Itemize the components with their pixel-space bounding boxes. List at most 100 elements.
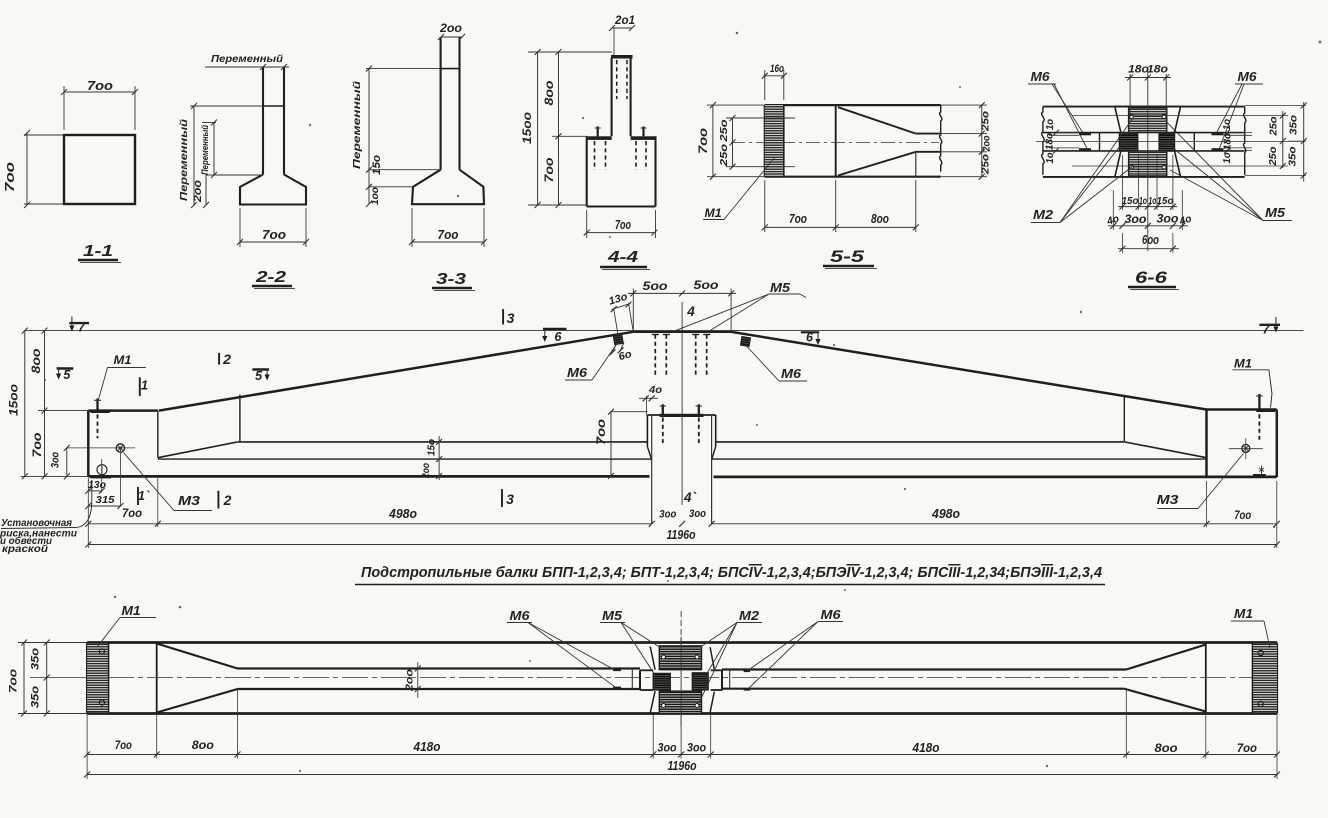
- svg-text:7oo: 7oo: [438, 228, 459, 242]
- svg-text:М2: М2: [739, 609, 759, 623]
- svg-text:1-1: 1-1: [83, 243, 113, 260]
- svg-text:7oo: 7oo: [262, 228, 286, 242]
- svg-text:краской: краской: [2, 543, 49, 555]
- svg-text:4-4: 4-4: [607, 249, 638, 266]
- svg-text:Переменный: Переменный: [179, 119, 190, 201]
- svg-text:35o: 35o: [30, 686, 42, 708]
- svg-text:7: 7: [78, 321, 86, 335]
- svg-text:М6: М6: [821, 608, 842, 622]
- svg-text:25o: 25o: [980, 153, 992, 175]
- svg-text:Переменный: Переменный: [200, 125, 211, 175]
- svg-text:25o: 25o: [718, 143, 730, 167]
- svg-text:7oo: 7oo: [1234, 508, 1251, 522]
- svg-text:6oo: 6oo: [1142, 233, 1159, 247]
- svg-text:18o: 18o: [1045, 133, 1056, 150]
- svg-text:3: 3: [506, 491, 514, 507]
- svg-text:498o: 498o: [931, 507, 960, 521]
- svg-text:8oo: 8oo: [192, 738, 214, 752]
- svg-text:4o: 4o: [648, 384, 663, 396]
- svg-text:1: 1: [141, 378, 148, 393]
- svg-text:7oo: 7oo: [87, 79, 113, 93]
- svg-text:4: 4: [686, 304, 695, 319]
- svg-text:Установочная: Установочная: [1, 517, 72, 529]
- svg-text:35o: 35o: [1288, 114, 1300, 135]
- svg-text:8oo: 8oo: [1155, 741, 1178, 755]
- svg-text:1o: 1o: [1222, 119, 1233, 130]
- svg-text:М1: М1: [1234, 357, 1252, 371]
- svg-text:4o: 4o: [1177, 212, 1194, 228]
- svg-text:2: 2: [223, 492, 232, 508]
- svg-text:15oo: 15oo: [7, 384, 21, 416]
- svg-text:1o: 1o: [1045, 119, 1056, 130]
- svg-text:М6: М6: [781, 367, 802, 381]
- svg-text:25o: 25o: [1267, 146, 1279, 167]
- svg-text:418o: 418o: [912, 741, 940, 755]
- svg-text:25o: 25o: [1268, 116, 1280, 137]
- svg-text:М5: М5: [1265, 205, 1286, 220]
- svg-text:7oo: 7oo: [789, 212, 807, 226]
- svg-text:М6: М6: [1238, 70, 1258, 84]
- svg-text:35o: 35o: [1287, 146, 1299, 167]
- svg-text:и обвести: и обвести: [0, 535, 53, 547]
- svg-text:М6: М6: [567, 366, 588, 380]
- svg-text:8oo: 8oo: [31, 349, 43, 374]
- svg-text:М2: М2: [1033, 207, 1054, 222]
- svg-text:2: 2: [222, 351, 231, 367]
- svg-text:М5: М5: [602, 609, 623, 623]
- svg-text:1196o: 1196o: [667, 528, 696, 542]
- svg-text:5oo: 5oo: [694, 278, 719, 292]
- svg-text:2oo: 2oo: [192, 180, 204, 203]
- svg-text:7oo: 7oo: [32, 433, 44, 458]
- svg-text:7: 7: [1263, 323, 1271, 337]
- svg-text:М6: М6: [1031, 70, 1051, 84]
- svg-text:2oo: 2oo: [981, 135, 993, 152]
- svg-text:3oo: 3oo: [689, 508, 706, 520]
- svg-text:2o1: 2o1: [614, 15, 635, 27]
- svg-text:8oo: 8oo: [871, 212, 889, 226]
- svg-text:7oo: 7oo: [1237, 741, 1257, 755]
- svg-text:3oo: 3oo: [1157, 214, 1179, 226]
- svg-text:М3: М3: [1157, 493, 1179, 507]
- svg-text:15o: 15o: [371, 155, 383, 175]
- svg-text:3: 3: [507, 310, 515, 326]
- svg-text:7oo: 7oo: [8, 669, 20, 693]
- svg-text:1o: 1o: [1045, 153, 1056, 164]
- svg-text:риска,нанести: риска,нанести: [0, 528, 78, 540]
- svg-text:Переменный: Переменный: [351, 80, 363, 169]
- svg-text:1196o: 1196o: [668, 759, 697, 773]
- svg-text:6: 6: [806, 331, 814, 345]
- svg-text:М1: М1: [122, 604, 141, 618]
- svg-text:7oo: 7oo: [615, 218, 631, 232]
- svg-text:5oo: 5oo: [643, 279, 668, 293]
- svg-text:3oo: 3oo: [687, 743, 706, 755]
- svg-text:18o: 18o: [1223, 133, 1234, 150]
- svg-text:М3: М3: [178, 494, 200, 508]
- svg-text:315: 315: [96, 494, 115, 506]
- svg-text:4o: 4o: [1105, 212, 1122, 228]
- svg-text:2oo: 2oo: [404, 668, 416, 692]
- svg-text:М1: М1: [114, 353, 132, 367]
- svg-text:2-2: 2-2: [255, 269, 286, 286]
- svg-text:25o: 25o: [980, 110, 992, 132]
- svg-text:13o: 13o: [88, 479, 107, 491]
- svg-text:4`: 4`: [683, 490, 697, 505]
- svg-text:7oo: 7oo: [698, 128, 710, 154]
- svg-text:Подстропильные балки БПП-1,2: Подстропильные балки БПП-1,2,3,4; БПТ-1,…: [361, 565, 1102, 581]
- svg-text:5-5: 5-5: [830, 248, 865, 266]
- svg-text:15o: 15o: [1157, 195, 1175, 207]
- svg-text:7oo: 7oo: [596, 419, 608, 445]
- svg-text:35o: 35o: [30, 648, 42, 670]
- svg-text:3oo: 3oo: [658, 743, 677, 755]
- svg-text:16o: 16o: [770, 63, 784, 75]
- svg-text:3oo: 3oo: [659, 509, 676, 521]
- svg-text:М1: М1: [1234, 607, 1253, 621]
- svg-text:1o: 1o: [1222, 153, 1233, 164]
- svg-text:2oo: 2oo: [420, 463, 432, 479]
- svg-text:7oo: 7oo: [122, 506, 142, 520]
- svg-text:418o: 418o: [413, 740, 441, 754]
- svg-text:6o: 6o: [617, 348, 634, 363]
- svg-text:25o: 25o: [718, 119, 730, 143]
- svg-text:498o: 498o: [388, 507, 417, 521]
- svg-text:8oo: 8oo: [544, 81, 556, 106]
- svg-text:7oo: 7oo: [3, 162, 17, 192]
